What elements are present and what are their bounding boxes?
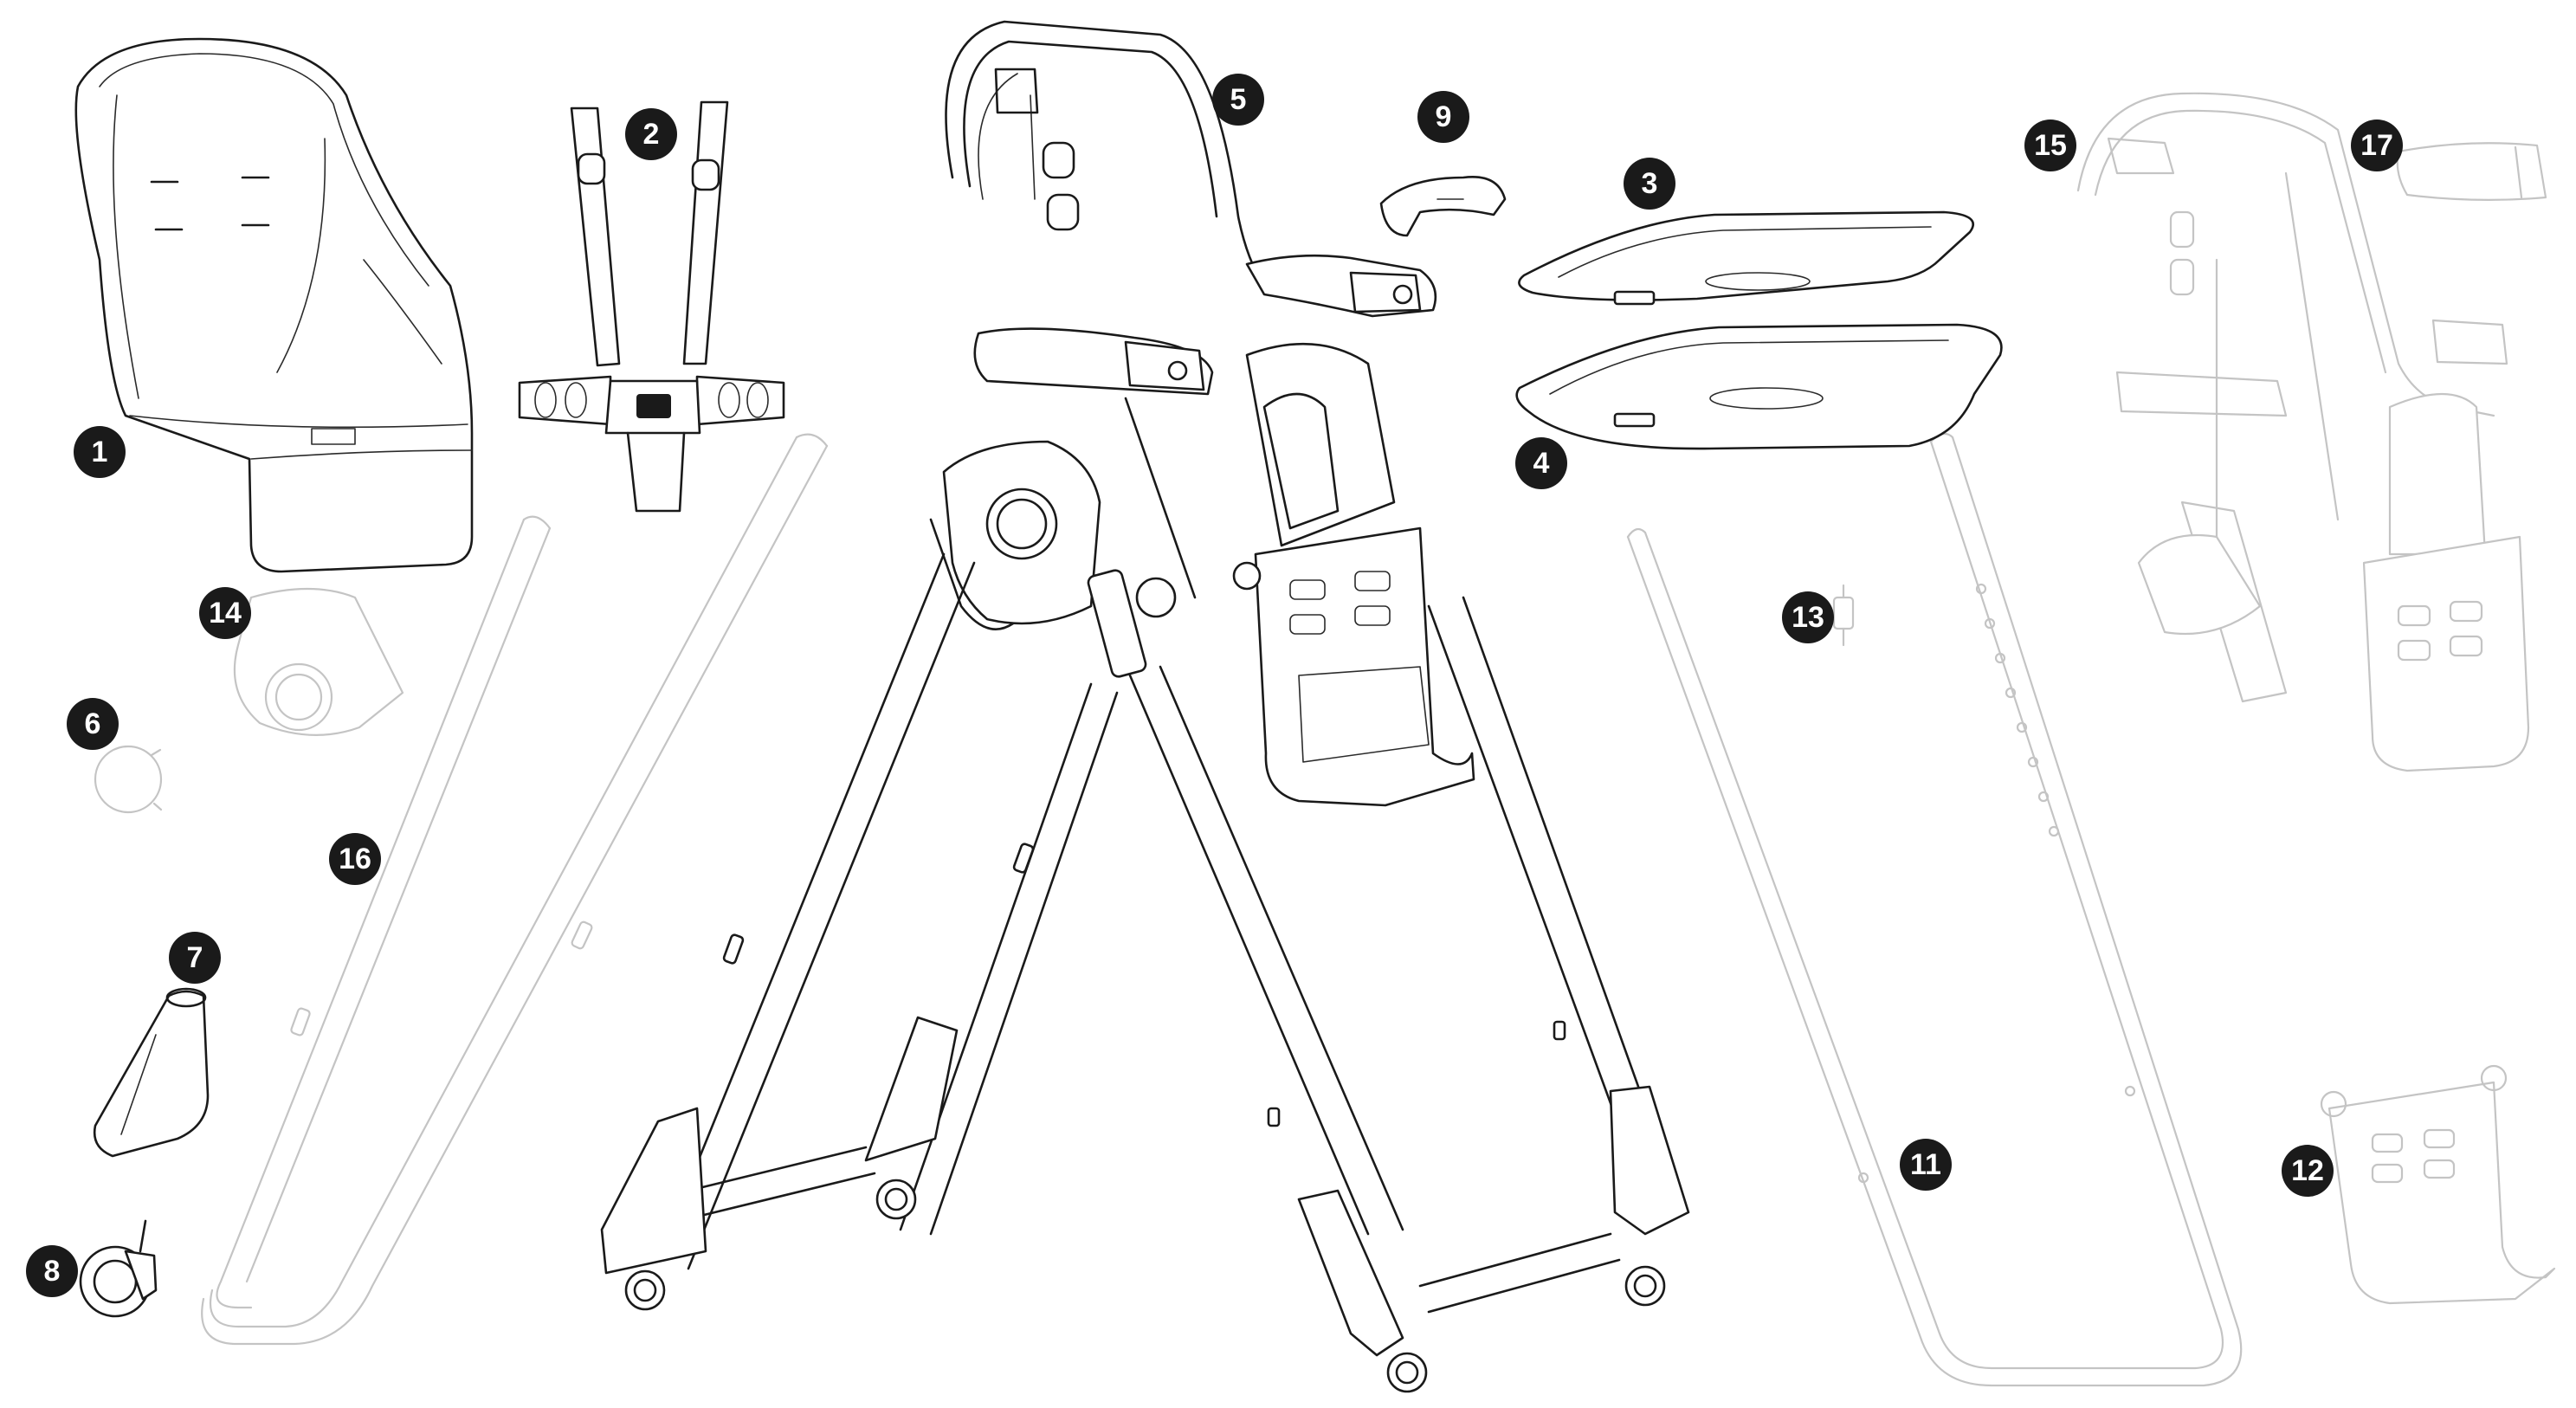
badge-part-8: 8 bbox=[26, 1245, 78, 1297]
svg-text:7: 7 bbox=[187, 941, 203, 974]
part-5-high-chair bbox=[600, 20, 1690, 1393]
svg-text:8: 8 bbox=[44, 1255, 61, 1288]
badge-part-5: 5 bbox=[1212, 74, 1264, 126]
badge-part-9: 9 bbox=[1417, 91, 1469, 143]
badge-part-1: 1 bbox=[74, 426, 126, 478]
badge-part-15: 15 bbox=[2024, 119, 2076, 171]
part-15-seat-frame bbox=[2076, 92, 2530, 772]
part-16-frame-tube bbox=[201, 433, 829, 1346]
svg-text:12: 12 bbox=[2291, 1154, 2324, 1187]
part-17-armrest-pad bbox=[2396, 142, 2547, 201]
svg-text:16: 16 bbox=[339, 843, 371, 875]
svg-text:3: 3 bbox=[1642, 167, 1658, 200]
badge-part-6: 6 bbox=[67, 698, 119, 750]
part-2-harness bbox=[518, 100, 785, 513]
svg-text:4: 4 bbox=[1533, 447, 1550, 480]
svg-text:13: 13 bbox=[1792, 601, 1824, 634]
part-9-clip bbox=[1379, 176, 1507, 237]
badge-part-7: 7 bbox=[169, 932, 221, 984]
part-12-footrest bbox=[2320, 1064, 2556, 1305]
svg-text:2: 2 bbox=[643, 118, 660, 151]
svg-text:6: 6 bbox=[85, 707, 101, 740]
part-3-upper-tray bbox=[1518, 210, 1975, 306]
badge-part-16: 16 bbox=[329, 833, 381, 885]
badge-part-17: 17 bbox=[2351, 119, 2403, 171]
part-4-lower-tray bbox=[1515, 323, 2003, 450]
badge-part-3: 3 bbox=[1624, 158, 1675, 210]
part-8-wheel bbox=[79, 1219, 158, 1318]
svg-text:1: 1 bbox=[92, 436, 108, 468]
badge-part-14: 14 bbox=[199, 587, 251, 639]
part-11-rear-tube bbox=[1626, 432, 2243, 1387]
svg-text:11: 11 bbox=[1910, 1148, 1941, 1181]
svg-text:15: 15 bbox=[2034, 129, 2067, 162]
badge-part-4: 4 bbox=[1515, 437, 1567, 489]
part-13-pin bbox=[1832, 584, 1855, 647]
badge-part-12: 12 bbox=[2282, 1145, 2334, 1197]
svg-text:17: 17 bbox=[2360, 129, 2393, 162]
part-14-side-hub bbox=[233, 587, 404, 736]
part-7-end-cap bbox=[93, 987, 210, 1158]
svg-text:9: 9 bbox=[1436, 100, 1452, 133]
svg-text:14: 14 bbox=[209, 597, 242, 630]
svg-text:5: 5 bbox=[1230, 83, 1247, 116]
badge-part-2: 2 bbox=[625, 108, 677, 160]
part-6-cap bbox=[94, 745, 163, 814]
badge-part-13: 13 bbox=[1782, 591, 1834, 643]
badge-part-11: 11 bbox=[1900, 1139, 1952, 1191]
part-1-seat-cushion bbox=[74, 37, 474, 573]
